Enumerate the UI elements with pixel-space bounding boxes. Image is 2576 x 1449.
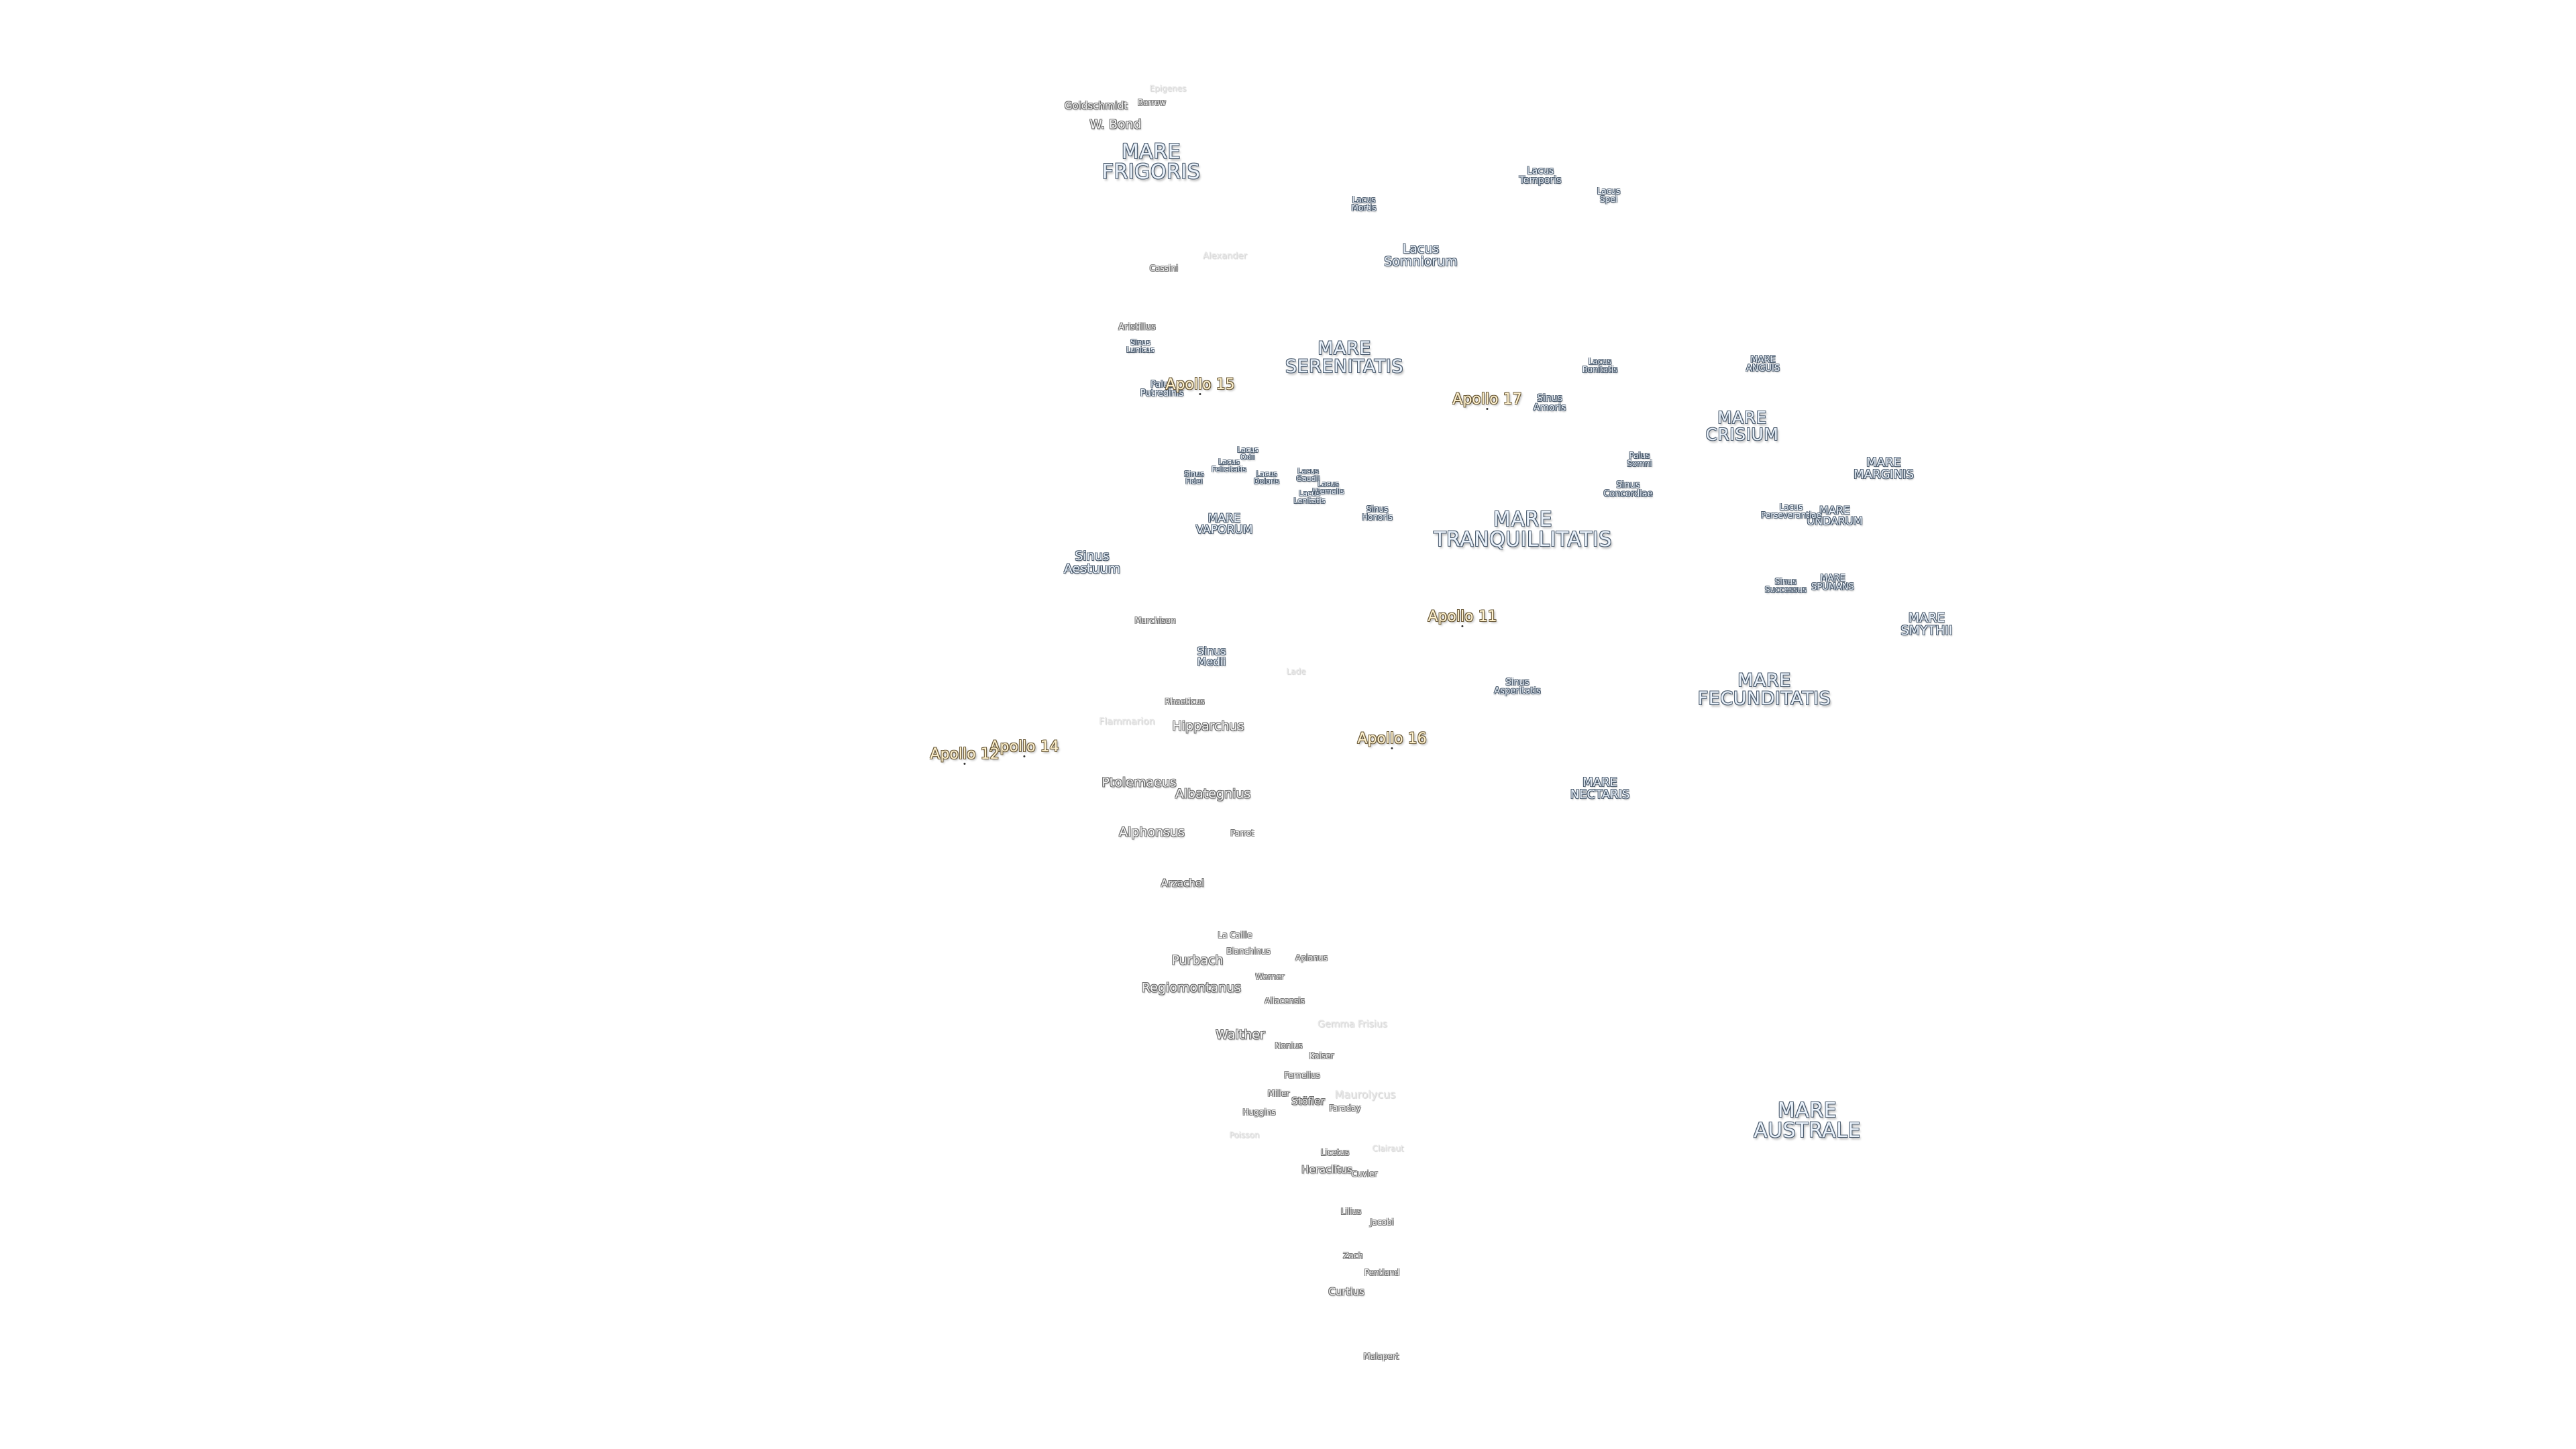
- crater-alexander-label[interactable]: Alexander: [1203, 251, 1247, 262]
- lacus-temporis-label[interactable]: Lacus Temporis: [1519, 166, 1562, 186]
- crater-maurolycus-label[interactable]: Maurolycus: [1334, 1088, 1396, 1101]
- crater-ptolemaeus-label[interactable]: Ptolemaeus: [1102, 775, 1177, 790]
- apollo-17-site-marker: [1486, 408, 1489, 410]
- crater-gemma-frisius-label[interactable]: Gemma Frisius: [1318, 1019, 1387, 1030]
- mare-crisium-label[interactable]: MARE CRISIUM: [1705, 408, 1779, 444]
- crater-alphonsus-label[interactable]: Alphonsus: [1119, 824, 1185, 840]
- crater-albategnius-label[interactable]: Albategnius: [1175, 786, 1251, 802]
- apollo-15-site-marker: [1199, 393, 1201, 395]
- crater-nonius-label[interactable]: Nonius: [1275, 1041, 1303, 1051]
- crater-faraday-label[interactable]: Faraday: [1329, 1104, 1361, 1113]
- lacus-perseverantiae-label[interactable]: Lacus Perseverantiae: [1761, 502, 1821, 520]
- sinus-successus-label[interactable]: Sinus Successus: [1764, 577, 1807, 594]
- lacus-somniorum-label[interactable]: Lacus Somniorum: [1384, 241, 1458, 269]
- crater-pentland-label[interactable]: Pentland: [1364, 1268, 1400, 1277]
- crater-malapert-label[interactable]: Malapert: [1363, 1352, 1399, 1361]
- crater-aristillus-label[interactable]: Aristillus: [1118, 322, 1156, 333]
- crater-clairaut-label[interactable]: Clairaut: [1372, 1144, 1404, 1153]
- crater-cassini-label[interactable]: Cassini: [1149, 264, 1179, 273]
- mare-smythii-label[interactable]: MARE SMYTHII: [1900, 610, 1953, 638]
- crater-werner-label[interactable]: Werner: [1255, 972, 1285, 981]
- lacus-hiemalis-label[interactable]: Lacus Hiemalis: [1312, 480, 1344, 496]
- apollo-11-site-label[interactable]: Apollo 11: [1428, 610, 1497, 627]
- apollo-12-site-label[interactable]: Apollo 12: [930, 747, 1000, 765]
- crater-purbach-label[interactable]: Purbach: [1171, 953, 1224, 968]
- sinus-honoris-label[interactable]: Sinus Honoris: [1362, 504, 1393, 522]
- apollo-16-site-marker: [1391, 747, 1393, 749]
- crater-licetus-label[interactable]: Licetus: [1320, 1148, 1350, 1157]
- lacus-lenitatis-label[interactable]: Lacus Lenitatis: [1293, 489, 1326, 505]
- crater-poisson-label[interactable]: Poisson: [1229, 1130, 1260, 1140]
- lacus-odii-label[interactable]: Lacus Odii: [1237, 445, 1258, 462]
- mare-nectaris-label[interactable]: MARE NECTARIS: [1570, 775, 1630, 802]
- mare-frigoris-label[interactable]: MARE FRIGORIS: [1102, 140, 1201, 184]
- apollo-14-site-label[interactable]: Apollo 14: [989, 740, 1059, 757]
- crater-cuvier-label[interactable]: Cuvier: [1351, 1169, 1378, 1179]
- crater-barrow-label[interactable]: Barrow: [1137, 98, 1167, 107]
- crater-parrot-label[interactable]: Parrot: [1230, 828, 1254, 838]
- crater-w-bond-label[interactable]: W. Bond: [1089, 117, 1142, 132]
- mare-undarum-label[interactable]: MARE UNDARUM: [1807, 504, 1863, 527]
- crater-stofler-label[interactable]: Stöfler: [1291, 1095, 1325, 1108]
- sinus-aestuum-label[interactable]: Sinus Aestuum: [1063, 549, 1121, 576]
- crater-lilius-label[interactable]: Lilius: [1340, 1207, 1362, 1216]
- crater-aliacensis-label[interactable]: Aliacensis: [1265, 996, 1305, 1006]
- apollo-17-site-label[interactable]: Apollo 17: [1452, 392, 1522, 410]
- lacus-bonitatis-label[interactable]: Lacus Bonitatis: [1582, 357, 1618, 374]
- crater-epigenes-label[interactable]: Epigenes: [1149, 84, 1187, 93]
- mare-serenitatis-label[interactable]: MARE SERENITATIS: [1285, 338, 1404, 377]
- sinus-lunicus-label[interactable]: Sinus Lunicus: [1126, 338, 1155, 354]
- lacus-gaudii-label[interactable]: Lacus Gaudii: [1296, 467, 1320, 483]
- mare-spumans-label[interactable]: MARE SPUMANS: [1811, 574, 1854, 592]
- crater-goldschmidt-label[interactable]: Goldschmidt: [1064, 99, 1128, 112]
- sinus-fidei-label[interactable]: Sinus Fidei: [1184, 470, 1204, 486]
- apollo-16-site-label[interactable]: Apollo 16: [1357, 732, 1427, 749]
- crater-walther-label[interactable]: Walther: [1216, 1027, 1265, 1042]
- crater-huggins-label[interactable]: Huggins: [1242, 1108, 1276, 1117]
- mare-fecunditatis-label[interactable]: MARE FECUNDITATIS: [1697, 670, 1831, 709]
- palus-somni-label[interactable]: Palus Somni: [1627, 451, 1652, 468]
- mare-anguis-label[interactable]: MARE ANGUIS: [1746, 355, 1780, 374]
- crater-arzachel-label[interactable]: Arzachel: [1161, 877, 1205, 890]
- apollo-11-site-marker: [1461, 625, 1464, 627]
- crater-curtius-label[interactable]: Curtius: [1328, 1285, 1364, 1298]
- lacus-felicitatis-label[interactable]: Lacus Felicitatis: [1212, 458, 1246, 474]
- crater-zach-label[interactable]: Zach: [1343, 1251, 1363, 1260]
- mare-tranquillitatis-label[interactable]: MARE TRANQUILLITATIS: [1434, 508, 1612, 551]
- apollo-15-site-label[interactable]: Apollo 15: [1165, 378, 1235, 395]
- crater-rhaeticus-label[interactable]: Rhaeticus: [1165, 697, 1205, 706]
- sinus-concordiae-label[interactable]: Sinus Concordiae: [1603, 480, 1653, 499]
- crater-lade-label[interactable]: Lade: [1286, 667, 1306, 676]
- lacus-spei-label[interactable]: Lacus Spei: [1597, 186, 1621, 204]
- lacus-mortis-label[interactable]: Lacus Mortis: [1351, 195, 1377, 213]
- crater-apianus-label[interactable]: Apianus: [1295, 953, 1328, 963]
- mare-marginis-label[interactable]: MARE MARGINIS: [1854, 455, 1914, 482]
- crater-regiomontanus-label[interactable]: Regiomontanus: [1141, 980, 1242, 996]
- sinus-amoris-label[interactable]: Sinus Amoris: [1533, 393, 1566, 413]
- mare-australe-label[interactable]: MARE AUSTRALE: [1754, 1099, 1861, 1142]
- sinus-medii-label[interactable]: Sinus Medii: [1197, 645, 1226, 668]
- crater-hipparchus-label[interactable]: Hipparchus: [1172, 718, 1244, 734]
- crater-fernelius-label[interactable]: Fernelius: [1284, 1071, 1320, 1080]
- crater-la-caille-label[interactable]: La Caille: [1218, 930, 1252, 940]
- apollo-14-site-marker: [1023, 755, 1026, 757]
- lacus-doloris-label[interactable]: Lacus Doloris: [1253, 470, 1280, 486]
- crater-murchison-label[interactable]: Murchison: [1134, 616, 1176, 625]
- crater-flammarion-label[interactable]: Flammarion: [1099, 716, 1155, 727]
- crater-heraclitus-label[interactable]: Heraclitus: [1301, 1163, 1352, 1176]
- mare-vaporum-label[interactable]: MARE VAPORUM: [1195, 512, 1253, 537]
- crater-miller-label[interactable]: Miller: [1267, 1089, 1290, 1098]
- apollo-12-site-marker: [963, 763, 966, 765]
- crater-kaiser-label[interactable]: Kaiser: [1309, 1051, 1334, 1061]
- crater-blanchinus-label[interactable]: Blanchinus: [1226, 947, 1271, 956]
- crater-jacobi-label[interactable]: Jacobi: [1370, 1218, 1394, 1227]
- sinus-asperitatis-label[interactable]: Sinus Asperitatis: [1494, 678, 1541, 696]
- palus-putredinis-label[interactable]: Palus Putredinis: [1140, 380, 1184, 398]
